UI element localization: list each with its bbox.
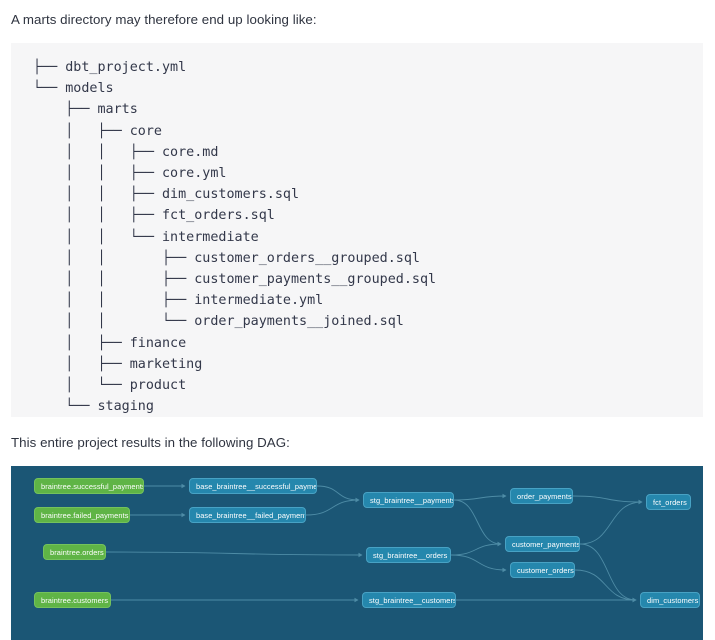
directory-tree-code-block: ├── dbt_project.yml └── models ├── marts…	[11, 43, 703, 417]
dag-edge-customer_payments-to-dim_customers	[579, 543, 637, 601]
dag-edge-customer_orders-to-dim_customers	[574, 569, 637, 601]
dag-node-base_braintree__failed_payments[interactable]: base_braintree__failed_payments	[189, 507, 306, 523]
dag-node-dim_customers[interactable]: dim_customers	[640, 592, 700, 608]
dag-edge-customer_payments-to-fct_orders	[579, 501, 643, 545]
dag-node-order_payments[interactable]: order_payments	[510, 488, 573, 504]
dag-node-customer_orders[interactable]: customer_orders	[510, 562, 575, 578]
dag-edge-arrow	[497, 541, 502, 547]
dag-node-braintree_failed_payments[interactable]: braintree.failed_payments	[34, 507, 130, 523]
dag-edge-arrow	[502, 493, 507, 499]
dag-edges-layer	[105, 483, 643, 603]
dag-node-braintree_customers[interactable]: braintree.customers	[34, 592, 111, 608]
dag-edge-stg_braintree__payments-to-order_payments	[453, 495, 507, 501]
dag-edge-stg_braintree__payments-to-customer_payments	[453, 499, 502, 545]
dag-edge-arrow	[638, 499, 643, 505]
dag-node-stg_braintree__payments[interactable]: stg_braintree__payments	[363, 492, 454, 508]
directory-tree-text: ├── dbt_project.yml └── models ├── marts…	[33, 60, 437, 415]
dag-edge-arrow	[502, 567, 507, 573]
dag-edge-base_braintree__failed_payments-to-stg_braintree__payments	[305, 499, 360, 516]
dag-node-braintree_orders[interactable]: braintree.orders	[43, 544, 106, 560]
dag-edge-arrow	[355, 497, 360, 503]
dag-edge-braintree_orders-to-stg_braintree__orders	[105, 551, 363, 556]
dag-node-stg_braintree__orders[interactable]: stg_braintree__orders	[366, 547, 451, 563]
dag-edge-stg_braintree__orders-to-customer_payments	[450, 543, 502, 556]
dag-edge-arrow	[181, 483, 186, 489]
dag-node-fct_orders[interactable]: fct_orders	[646, 494, 691, 510]
intro-paragraph: A marts directory may therefore end up l…	[11, 12, 317, 27]
dag-edge-arrow	[358, 552, 363, 558]
dag-node-stg_braintree__customers[interactable]: stg_braintree__customers	[362, 592, 456, 608]
dag-node-base_braintree__successful_payments[interactable]: base_braintree__successful_payments	[189, 478, 317, 494]
dag-edge-base_braintree__successful_payments-to-stg_braintree__payments	[316, 485, 360, 501]
dag-diagram-panel[interactable]: braintree.successful_payments braintree.f…	[11, 466, 703, 640]
dag-edge-arrow	[181, 512, 186, 518]
dag-node-customer_payments[interactable]: customer_payments	[505, 536, 580, 552]
dag-canvas: braintree.successful_payments braintree.f…	[11, 466, 703, 640]
dag-node-braintree_successful_payments[interactable]: braintree.successful_payments	[34, 478, 144, 494]
dag-edge-arrow	[354, 597, 359, 603]
dag-edge-arrow	[632, 597, 637, 603]
dag-intro-paragraph: This entire project results in the follo…	[11, 435, 290, 450]
dag-edge-order_payments-to-fct_orders	[572, 495, 643, 503]
dag-edge-stg_braintree__orders-to-customer_orders	[450, 554, 507, 571]
